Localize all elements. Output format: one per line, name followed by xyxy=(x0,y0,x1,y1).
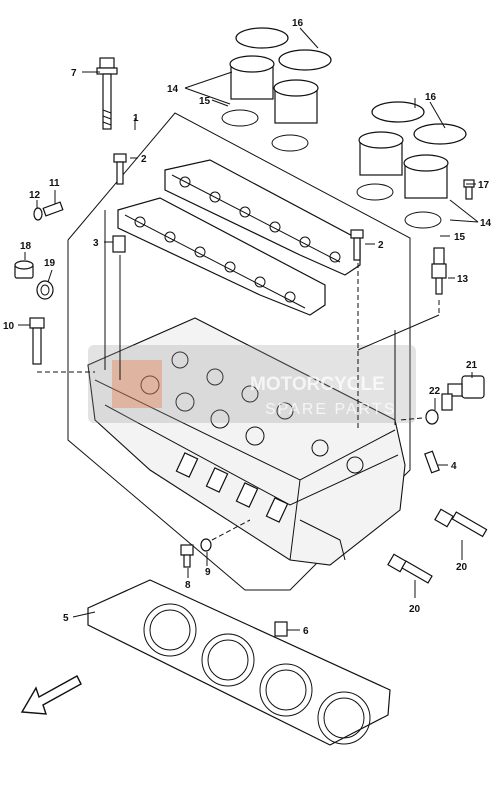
intake-boots-upper-group xyxy=(221,27,332,152)
bolt-8 xyxy=(180,544,194,568)
callout-15b: 15 xyxy=(454,232,466,243)
intake-boots-lower-group xyxy=(356,101,467,229)
callout-17: 17 xyxy=(478,180,490,191)
head-gasket-5 xyxy=(87,579,391,746)
callout-16b: 16 xyxy=(425,92,437,103)
callout-6: 6 xyxy=(303,626,309,637)
plug-11 xyxy=(42,201,64,217)
callout-1: 1 xyxy=(133,113,139,124)
bolt-2b xyxy=(350,229,364,261)
callout-18: 18 xyxy=(20,241,32,252)
sensor-21 xyxy=(441,375,485,411)
callout-10: 10 xyxy=(3,321,15,332)
bolt-7 xyxy=(96,57,118,130)
callout-16a: 16 xyxy=(292,18,304,29)
plug-18 xyxy=(14,260,34,279)
camshaft-holder-lower xyxy=(117,197,326,316)
cylinder-head xyxy=(87,317,406,566)
callout-20a: 20 xyxy=(456,562,468,573)
watermark-text: MOTORCYCLE xyxy=(250,374,385,395)
bolt-10 xyxy=(29,317,95,373)
callout-15a: 15 xyxy=(199,96,211,107)
dowel-pin-3 xyxy=(112,235,126,253)
callout-7: 7 xyxy=(71,68,77,79)
watermark: MOTORCYCLE SPARE PARTS xyxy=(88,345,416,423)
screw-17 xyxy=(463,179,475,200)
dowel-6 xyxy=(274,621,288,637)
washer-9 xyxy=(200,538,212,552)
callout-20b: 20 xyxy=(409,604,421,615)
gasket-19 xyxy=(36,280,54,300)
callout-11: 11 xyxy=(49,178,60,189)
callout-22: 22 xyxy=(429,386,441,397)
o-ring-22 xyxy=(425,409,439,425)
callout-12: 12 xyxy=(29,190,41,201)
callout-21: 21 xyxy=(466,360,478,371)
leader-lines xyxy=(18,27,479,631)
callout-14a: 14 xyxy=(167,84,179,95)
callout-14b: 14 xyxy=(480,218,492,229)
spark-plug-13 xyxy=(357,247,447,351)
callout-2b: 2 xyxy=(378,240,384,251)
bolt-2a xyxy=(113,153,127,185)
callout-8: 8 xyxy=(185,580,191,591)
watermark-subtext: SPARE PARTS xyxy=(265,401,396,418)
camshaft-holder-upper xyxy=(164,159,361,276)
pin-4 xyxy=(424,450,440,474)
callout-13: 13 xyxy=(457,274,469,285)
bolt-20b xyxy=(387,553,433,584)
callout-3: 3 xyxy=(93,238,99,249)
callout-9: 9 xyxy=(205,567,211,578)
arrow-down-left-icon xyxy=(20,675,82,715)
callout-4: 4 xyxy=(451,461,457,472)
washer-12 xyxy=(33,207,43,221)
callout-19: 19 xyxy=(44,258,56,269)
bolt-20a xyxy=(434,508,488,538)
callout-5: 5 xyxy=(63,613,69,624)
callout-2a: 2 xyxy=(141,154,147,165)
